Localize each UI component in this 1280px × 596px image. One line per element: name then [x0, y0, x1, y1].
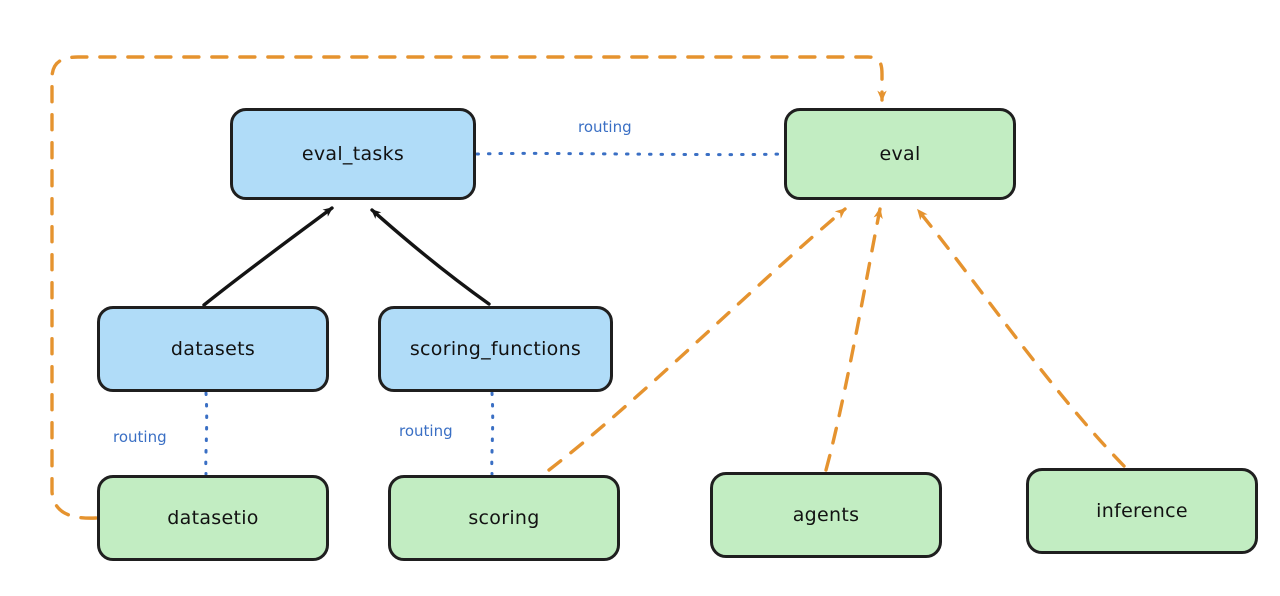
edge-scoring-eval — [547, 207, 847, 472]
node-label: agents — [792, 504, 860, 526]
edge-label-routing-eval_tasks-eval: routing — [578, 118, 632, 136]
edge-label-routing-datasets-datasetio: routing — [113, 428, 167, 446]
node-datasetio[interactable]: datasetio — [97, 475, 329, 561]
node-label: eval — [879, 143, 921, 165]
edge-label-routing-scoring_functions-scoring: routing — [399, 422, 453, 440]
node-inference[interactable]: inference — [1026, 468, 1258, 554]
edge-inference-eval — [916, 208, 1126, 468]
edge-eval_tasks-eval — [475, 151, 785, 157]
node-datasets[interactable]: datasets — [97, 306, 329, 392]
edge-datasets-datasetio — [204, 391, 209, 476]
node-label: eval_tasks — [301, 143, 405, 165]
node-label: datasets — [170, 338, 256, 360]
edge-datasetio-eval — [50, 55, 887, 520]
node-scoring[interactable]: scoring — [388, 475, 620, 561]
edge-datasets-eval_tasks — [202, 206, 334, 307]
node-label: datasetio — [167, 507, 259, 529]
edge-agents-eval — [824, 207, 883, 472]
node-eval[interactable]: eval — [784, 108, 1016, 200]
node-eval_tasks[interactable]: eval_tasks — [230, 108, 476, 200]
node-scoring_functions[interactable]: scoring_functions — [378, 306, 613, 392]
node-agents[interactable]: agents — [710, 472, 942, 558]
edge-scoring_functions-scoring — [490, 391, 495, 476]
node-label: inference — [1096, 500, 1188, 522]
node-label: scoring — [468, 507, 540, 529]
node-label: scoring_functions — [409, 338, 582, 360]
edge-scoring_functions-eval_tasks — [370, 208, 491, 306]
